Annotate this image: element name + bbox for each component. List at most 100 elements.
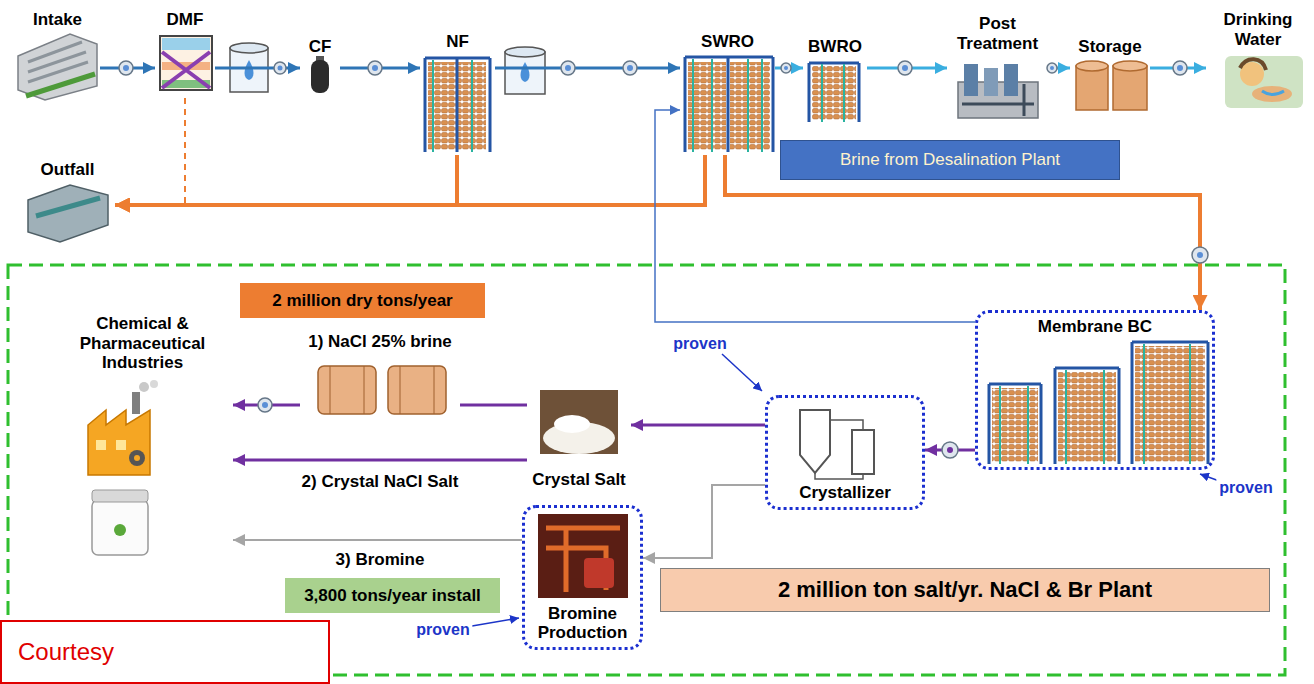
product-node: Crystal Salt <box>527 385 631 492</box>
pump-icon <box>561 61 575 75</box>
pump-body <box>561 61 575 75</box>
intake-structure <box>18 34 97 100</box>
banner-box: Brine from Desalination Plant <box>780 140 1120 180</box>
consumer-node: Drinking Water <box>1206 8 1310 113</box>
plant-boundary <box>8 265 1285 675</box>
tank-lid <box>1076 61 1108 71</box>
capacity-box: 2 million dry tons/year <box>240 283 485 318</box>
gear-hub <box>134 455 140 461</box>
intake-pipe <box>26 74 95 96</box>
node-label: Brine from Desalination Plant <box>840 150 1060 170</box>
rack-header <box>693 59 762 152</box>
child-hair <box>1240 59 1266 70</box>
factory-icon <box>88 410 150 475</box>
salt-pile <box>554 415 590 433</box>
pump-impeller <box>627 65 633 71</box>
gear <box>129 450 145 466</box>
process-piping <box>962 84 1034 116</box>
window <box>116 440 126 450</box>
flow-connector <box>215 67 300 70</box>
tank-lid <box>505 47 545 57</box>
node-label: Chemical & Pharmaceutical Industries <box>54 314 231 373</box>
process-box: Membrane BC <box>975 310 1215 470</box>
process-box: Bromine Production <box>522 505 643 650</box>
pump-impeller <box>372 65 378 71</box>
flow-connector <box>631 424 765 427</box>
node-label: 2 million ton salt/yr. NaCl & Br Plant <box>778 577 1152 602</box>
flow-connector <box>115 155 705 205</box>
pump-impeller <box>902 65 908 71</box>
rack-frame <box>425 58 490 152</box>
pump-impeller <box>1177 65 1183 71</box>
pump-body <box>1173 61 1187 75</box>
bwro-membranes <box>812 66 856 120</box>
dmf-vessel <box>160 36 212 90</box>
intake-screens <box>28 42 88 82</box>
pump-body <box>1192 247 1208 263</box>
pump-impeller <box>565 65 571 71</box>
flow-connector <box>643 485 765 558</box>
jar-logo <box>114 524 126 536</box>
cartridge-housing <box>311 60 329 93</box>
jar-lid <box>92 490 148 502</box>
drinking-photo <box>1225 56 1303 108</box>
outfall-pipe <box>36 198 100 216</box>
tank-band <box>330 366 364 414</box>
buffer-tank <box>230 48 268 92</box>
node-label: Storage <box>1078 37 1141 57</box>
node-label: 2 million dry tons/year <box>272 291 452 311</box>
brine-tank <box>318 366 376 414</box>
rack-frame <box>685 57 773 152</box>
status-note: proven <box>1216 479 1275 497</box>
brine-tank <box>388 366 446 414</box>
bc-membranes <box>992 388 1038 462</box>
process-box: Crystallizer <box>765 395 925 510</box>
pump-icon <box>898 61 912 75</box>
pump-body <box>119 61 133 75</box>
pump-impeller <box>123 65 129 71</box>
storage-node: Storage <box>1070 35 1150 115</box>
node-label: 3,800 tons/year install <box>304 586 481 606</box>
dmf-water-layer <box>162 38 210 50</box>
node-label: Crystal Salt <box>532 470 626 490</box>
heat-exchanger <box>852 430 874 474</box>
water <box>1262 91 1284 95</box>
plant-title-box: 2 million ton salt/yr. NaCl & Br Plant <box>660 568 1270 612</box>
flow-connector <box>460 404 527 407</box>
filter-node: DMF <box>155 8 215 98</box>
flow-connector <box>233 539 522 541</box>
dmf-cross <box>162 52 210 88</box>
pump-impeller <box>1197 252 1203 258</box>
pump-icon <box>1192 247 1208 263</box>
window <box>96 440 106 450</box>
flow-connector <box>115 155 457 205</box>
rack-header <box>822 64 844 122</box>
rack-header <box>433 60 472 152</box>
chimney <box>132 392 140 414</box>
status-note: proven <box>413 621 472 639</box>
credit-box: Courtesy <box>0 620 330 684</box>
node-label: NF <box>446 32 469 52</box>
node-label: Crystallizer <box>799 483 891 503</box>
rack-header <box>1000 386 1028 464</box>
pump-icon <box>1047 63 1057 73</box>
node-label: Post Treatment <box>949 14 1046 53</box>
storage-tank <box>1076 66 1108 110</box>
membrane-node: SWRO <box>680 30 775 155</box>
leader-line <box>472 618 519 626</box>
flow-label: 3) Bromine <box>333 550 428 570</box>
node-label: Intake <box>33 10 82 30</box>
intake-node: Intake <box>15 8 100 103</box>
crystallizer-vessel <box>800 410 830 473</box>
rack-frame <box>1132 342 1208 464</box>
bromine-piping <box>546 528 620 592</box>
salt-photo <box>540 390 618 454</box>
swro-membranes <box>730 62 770 150</box>
pump-body <box>1047 63 1057 73</box>
pump-impeller <box>262 402 268 408</box>
tank-lid <box>1113 61 1147 71</box>
node-label: 1) NaCl 25% brine <box>308 332 452 352</box>
leader-line <box>722 354 762 391</box>
smoke <box>139 382 149 392</box>
